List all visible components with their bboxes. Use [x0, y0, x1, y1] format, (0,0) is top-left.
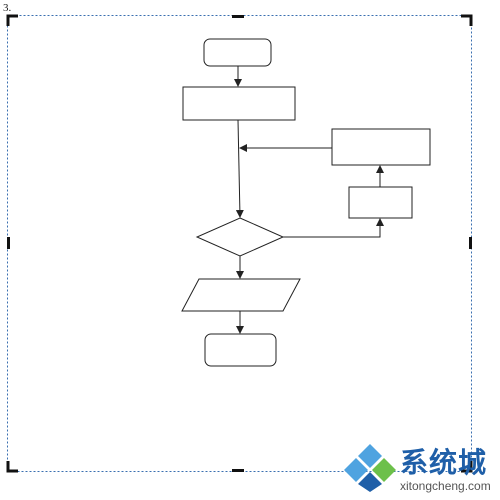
input-output-parallelogram-shape[interactable]: [181, 278, 301, 312]
watermark-url-text: xitongcheng.com: [400, 479, 491, 493]
resize-handle-top: [232, 15, 244, 18]
page-number-label: 3.: [3, 2, 12, 14]
crop-mark-top-left: [6, 14, 18, 26]
end-terminator-shape[interactable]: [204, 333, 277, 367]
connector-process-to-decision[interactable]: [235, 119, 244, 218]
crop-mark-bottom-left: [6, 461, 18, 473]
flowchart-connectors: [234, 66, 384, 334]
flowchart-shapes: [181, 38, 431, 367]
watermark: 系统城 xitongcheng.com: [336, 440, 496, 496]
loop-process-small-shape[interactable]: [348, 186, 413, 219]
connector-decision-to-loop-small[interactable]: [283, 218, 384, 238]
watermark-brand-text: 系统城: [400, 446, 488, 479]
loop-process-large-shape[interactable]: [331, 128, 431, 166]
crop-mark-bottom-right: [461, 461, 473, 473]
process-1-shape[interactable]: [182, 86, 296, 121]
decision-diamond-shape[interactable]: [195, 217, 285, 257]
resize-handle-left: [7, 237, 10, 249]
resize-handles[interactable]: [7, 15, 472, 472]
start-terminator-shape[interactable]: [203, 38, 272, 67]
crop-mark-top-right: [461, 14, 473, 26]
resize-handle-right: [469, 237, 472, 249]
crop-marks: [6, 14, 473, 473]
resize-handle-bottom: [232, 469, 244, 472]
diamond-logo-icon: [344, 444, 396, 492]
